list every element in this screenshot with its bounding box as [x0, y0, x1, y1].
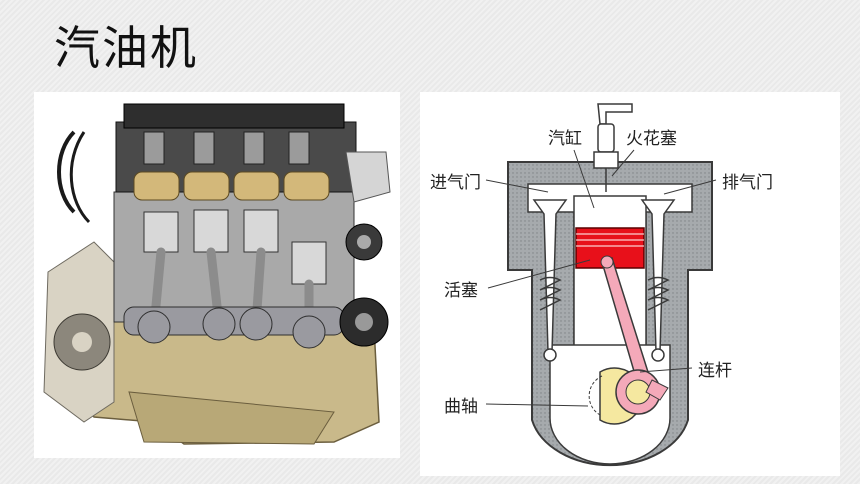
- intake-valve: [532, 199, 568, 362]
- label-connecting-rod: 连杆: [698, 361, 732, 381]
- engine-photo: [34, 92, 400, 458]
- page-title: 汽油机: [54, 21, 198, 75]
- engine-cross-section-diagram: 汽缸 火花塞 进气门 排气门 活塞 连杆 曲轴: [420, 92, 840, 476]
- cross-section-svg: 汽缸 火花塞 进气门 排气门 活塞 连杆 曲轴: [430, 103, 773, 467]
- engine-cutaway-illustration: [43, 103, 391, 445]
- connecting-rod: [600, 255, 669, 415]
- label-cylinder: 汽缸: [548, 128, 582, 149]
- label-crankshaft: 曲轴: [444, 397, 478, 417]
- label-exhaust-valve: 排气门: [722, 173, 773, 193]
- exhaust-valve: [640, 199, 676, 362]
- label-spark-plug: 火花塞: [626, 129, 677, 149]
- label-piston: 活塞: [444, 281, 478, 301]
- spark-plug: [593, 103, 633, 192]
- label-intake-valve: 进气门: [430, 173, 481, 193]
